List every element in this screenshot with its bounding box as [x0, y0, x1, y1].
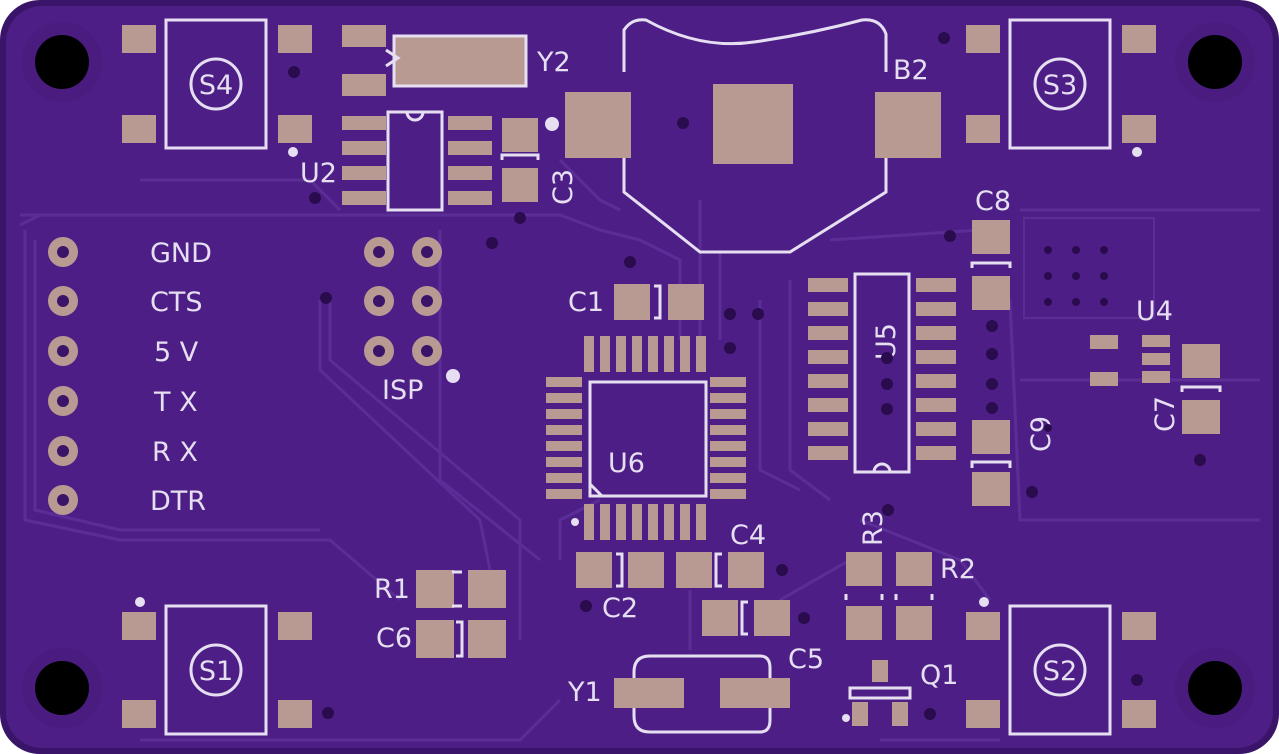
mcu-u6	[546, 336, 746, 540]
switch-s1: S1	[122, 597, 334, 736]
label-r3: R3	[858, 510, 889, 546]
pin-label-dtr: DTR	[150, 486, 206, 517]
capacitor-c8: C8	[944, 186, 1012, 310]
switch-s2: S2	[966, 597, 1156, 736]
label-y1: Y1	[567, 677, 602, 708]
capacitor-c3: C3	[486, 117, 579, 249]
capacitor-c2: C2	[576, 552, 664, 624]
label-r2: R2	[940, 554, 976, 585]
label-c2: C2	[602, 593, 638, 624]
pin-label-5v: 5 V	[154, 337, 199, 368]
capacitor-c7: C7	[1150, 344, 1222, 466]
crystal-y2: Y2	[342, 25, 571, 96]
capacitor-c4: C4	[676, 520, 788, 588]
label-c1: C1	[568, 287, 604, 318]
resistor-r2: R2	[894, 552, 976, 640]
capacitor-c1: C1	[568, 256, 764, 354]
pin-label-cts: CTS	[150, 287, 202, 318]
label-u2: U2	[300, 158, 337, 189]
capacitor-c9: C9	[970, 416, 1057, 506]
traces	[19, 158, 1260, 742]
label-c5: C5	[788, 644, 824, 675]
label-y2: Y2	[536, 47, 571, 78]
transistor-q1: Q1	[842, 660, 958, 726]
label-u4: U4	[1136, 296, 1173, 327]
label-s2: S2	[1043, 656, 1077, 687]
label-s3: S3	[1043, 70, 1077, 101]
pin-label-rx: R X	[152, 437, 198, 468]
regulator-u4: U4	[1023, 217, 1173, 386]
pin-label-gnd: GND	[150, 238, 212, 269]
label-c4: C4	[730, 520, 766, 551]
label-b2: B2	[893, 55, 929, 86]
resistor-r1: R1	[374, 570, 506, 608]
label-c7: C7	[1150, 396, 1181, 432]
crystal-y1: Y1	[567, 654, 790, 734]
resistor-r3: R3	[844, 504, 894, 640]
label-s4: S4	[199, 70, 233, 101]
ic-u5: U5	[808, 272, 998, 474]
pin-label-tx: T X	[153, 387, 198, 418]
board-body	[6, 6, 1273, 748]
label-s1: S1	[199, 656, 233, 687]
battery-b2: B2	[565, 18, 941, 254]
label-c3: C3	[548, 169, 579, 205]
capacitor-c6: C6	[376, 620, 506, 658]
label-isp: ISP	[382, 375, 423, 406]
switch-s3: S3	[938, 18, 1156, 157]
label-r1: R1	[374, 574, 410, 605]
label-u6: U6	[608, 448, 645, 479]
switch-s4: S4	[122, 18, 312, 157]
serial-header: GND CTS 5 V T X R X DTR	[48, 237, 212, 517]
mounting-holes	[22, 22, 1255, 728]
capacitor-c5: C5	[702, 600, 824, 675]
label-c6: C6	[376, 623, 412, 654]
ic-u2: U2	[300, 110, 492, 212]
label-q1: Q1	[920, 660, 958, 691]
isp-header: ISP	[320, 237, 460, 406]
label-c8: C8	[975, 186, 1011, 217]
label-c9: C9	[1026, 416, 1057, 452]
